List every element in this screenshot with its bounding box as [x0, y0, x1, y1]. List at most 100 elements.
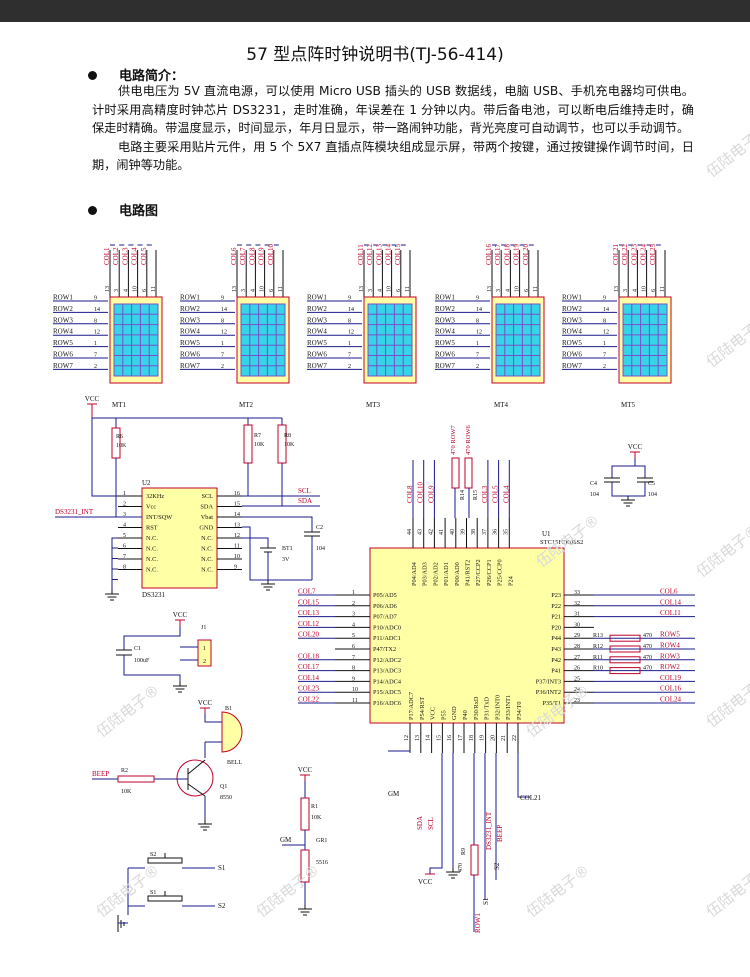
column-pin-number: 13: [232, 286, 238, 292]
intro-heading: 电路简介：: [88, 65, 184, 84]
mcu-pin-number: 41: [439, 529, 445, 535]
mcu-top-net: COL10: [417, 482, 425, 504]
mcu-pin-number: 43: [418, 529, 424, 535]
column-pin-number: 3: [241, 289, 247, 292]
transistor-q1: [176, 759, 214, 797]
j1-pin2: 2: [203, 659, 206, 665]
column-pin-number: 3: [114, 289, 120, 292]
mcu-pin-name: P41/RST2: [465, 560, 472, 586]
rtc-pin-name: N.C.: [146, 535, 158, 542]
column-pin-number: 6: [524, 289, 530, 292]
rtc-pin-name: RST: [146, 525, 158, 532]
mcu-pin-number: 23: [574, 698, 580, 704]
scl-bottom-label: SCL: [427, 817, 435, 830]
column-net-label: COL8: [248, 247, 256, 265]
rtc-pin-number: 8: [123, 565, 126, 571]
row-pin-number: 2: [348, 364, 351, 370]
mcu-pin-name: P36/INT2: [536, 689, 561, 696]
wire: [388, 750, 411, 753]
column-pin-number: 4: [505, 289, 511, 292]
row-pin-number: 7: [94, 353, 97, 359]
column-net-label: COL1: [103, 247, 111, 265]
mcu-pin-name: P15/ADC5: [373, 689, 401, 696]
resistor-r12: [609, 645, 641, 653]
rtc-pin-name: N.C.: [201, 556, 213, 563]
c4-value: 104: [590, 492, 599, 498]
mcu-pin-number: 32: [574, 601, 580, 607]
mcu-pin-number: 17: [458, 735, 464, 741]
resistor-r1: [300, 797, 310, 831]
mcu-pin-number: 19: [480, 735, 486, 741]
mcu-pin-name: P43: [551, 646, 561, 653]
row-pin-number: 7: [348, 353, 351, 359]
beep-bottom-label: BEEP: [496, 825, 504, 842]
row-net-label: ROW3: [180, 316, 200, 324]
mcu-resistor-value: 470: [643, 655, 652, 661]
gr1-value: 5516: [316, 860, 328, 866]
resistor-r15: [464, 457, 473, 489]
mcu-pin-number: 44: [407, 529, 413, 535]
column-net-label: COL12: [366, 244, 374, 266]
rtc-pin-name: N.C.: [146, 556, 158, 563]
row-net-label: ROW5: [180, 339, 200, 347]
mcu-left-net: COL18: [298, 652, 320, 660]
c2-value: 104: [316, 546, 325, 552]
column-pin-number: 3: [496, 289, 502, 292]
column-net-label: COL6: [230, 247, 238, 265]
mcu-left-net: COL15: [298, 598, 320, 606]
row-pin-number: 12: [603, 330, 609, 336]
mcu-pin-name: P01/AD1: [443, 562, 450, 586]
mcu-pin-number: 9: [352, 676, 355, 682]
column-pin-number: 3: [623, 289, 629, 292]
mcu-pin-name: P42: [551, 657, 561, 664]
mcu-left-net: COL17: [298, 663, 320, 671]
wire: [123, 655, 181, 682]
mcu-pin-name: P20: [551, 624, 561, 631]
column-pin-number: 11: [533, 286, 539, 292]
mcu-pin-name: P21: [551, 614, 561, 621]
s2-net-label: S1: [218, 864, 226, 872]
r6-label: R6: [116, 434, 123, 440]
row-net-label: ROW7: [435, 362, 455, 370]
mcu-pin-name: P02/AD2: [432, 562, 439, 586]
column-net-label: COL25: [649, 244, 657, 266]
column-pin-number: 4: [632, 289, 638, 292]
rtc-part: DS3231: [142, 591, 165, 599]
mcu-pin-name: P14/ADC4: [373, 678, 402, 685]
rtc-pin-number: 6: [123, 544, 126, 550]
resistor-r7: [243, 424, 253, 464]
mcu-pin-number: 37: [482, 529, 488, 535]
q1-label: Q1: [220, 784, 227, 790]
mcu-resistor-ref: R13: [593, 633, 603, 639]
row-pin-number: 14: [476, 307, 482, 313]
intro-paragraph-1: 供电电压为 5V 直流电源，可以使用 Micro USB 插头的 USB 数据线…: [92, 84, 694, 135]
row-pin-number: 14: [603, 307, 609, 313]
s1-bottom-label: S1: [482, 897, 490, 905]
mcu-right-net: ROW5: [660, 631, 680, 639]
mcu-pin-name: P16/ADC6: [373, 700, 401, 707]
row-net-label: ROW4: [53, 328, 73, 336]
column-pin-number: 13: [487, 286, 493, 292]
vcc-label-3: VCC: [173, 611, 188, 619]
switch-s1: [147, 895, 183, 902]
column-net-label: COL10: [267, 244, 275, 266]
mcu-pin-name: P33/INT1: [505, 695, 512, 720]
row-net-label: ROW5: [435, 339, 455, 347]
mcu-right-net: COL14: [660, 598, 682, 606]
mcu-pin-number: 18: [469, 735, 475, 741]
mcu-pin-name: P40: [462, 710, 469, 720]
j1-label: J1: [201, 625, 206, 631]
sda-bottom-label: SDA: [416, 816, 424, 830]
r8-label: R8: [284, 433, 291, 439]
rtc-ref: U2: [142, 479, 151, 487]
row-net-label: ROW2: [435, 305, 455, 313]
row-net-label: ROW6: [562, 351, 582, 359]
mcu-pin-number: 12: [404, 735, 410, 741]
mcu-pin-name: P03/AD3: [422, 562, 429, 586]
column-pin-number: 3: [368, 289, 374, 292]
column-pin-number: 13: [359, 286, 365, 292]
mcu-pin-name: P55: [440, 710, 447, 720]
vcc-label: VCC: [85, 395, 100, 403]
mcu-pin-number: 39: [461, 529, 467, 535]
